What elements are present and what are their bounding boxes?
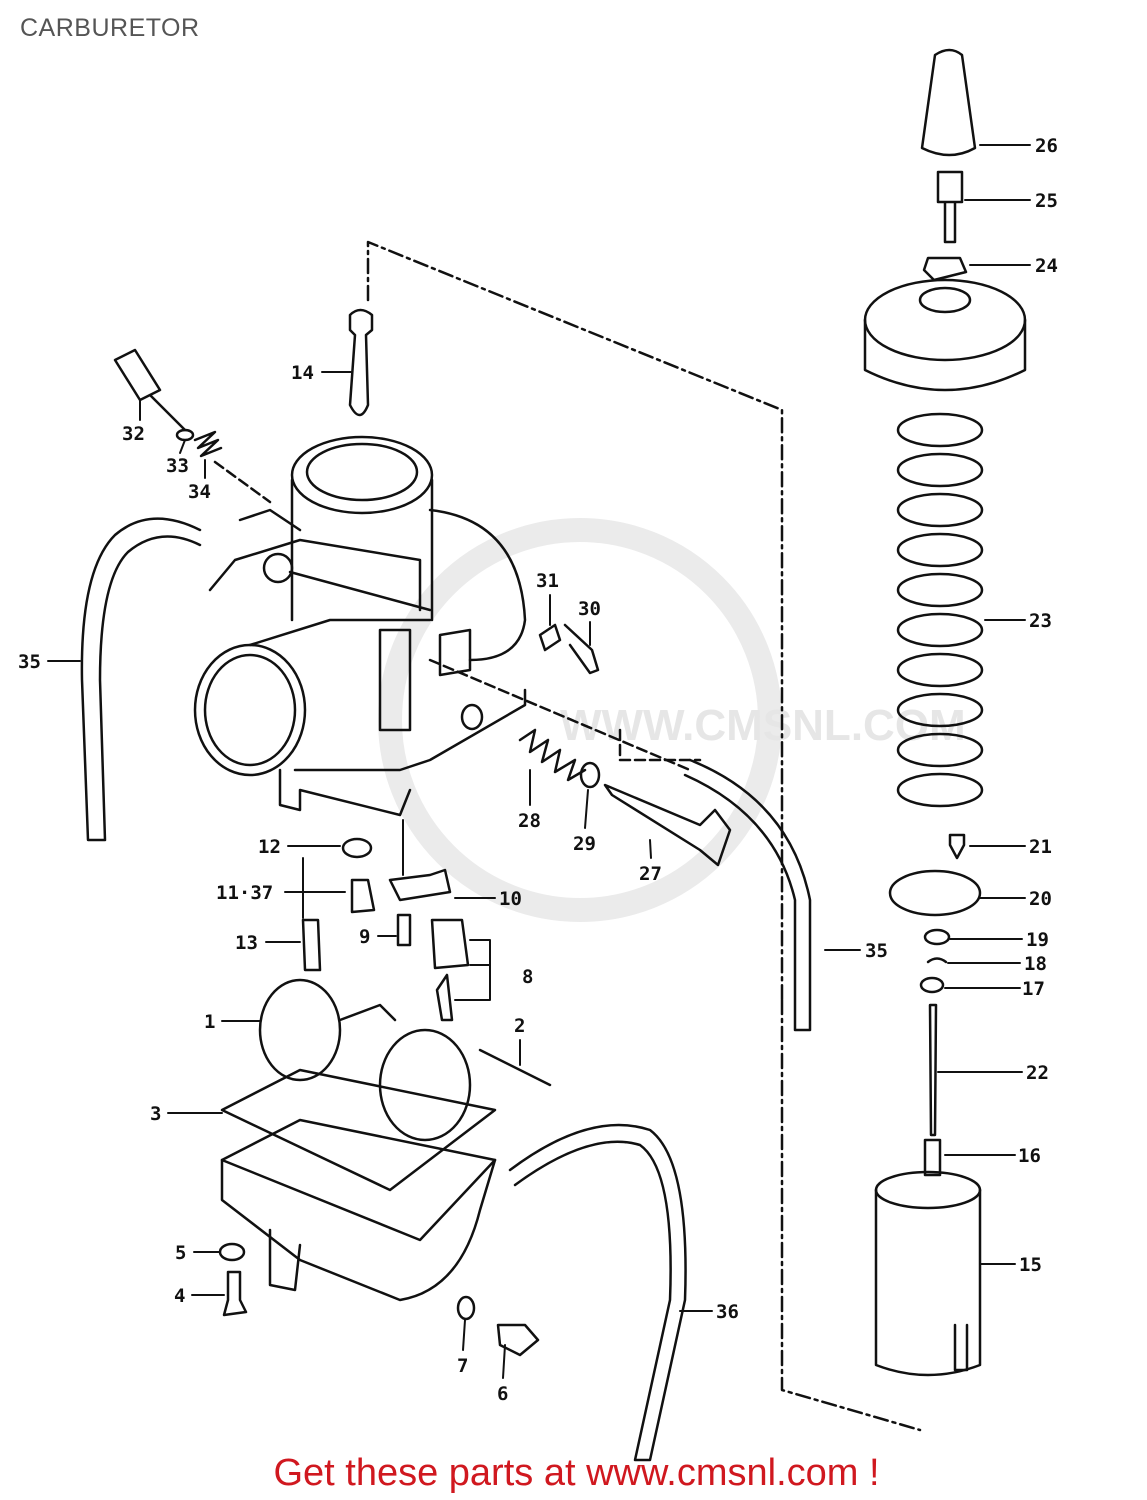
- part-33-ring: [175, 428, 195, 442]
- label-29[interactable]: 29: [573, 833, 596, 855]
- carburetor-body: [193, 435, 527, 817]
- part-5-washer: [218, 1242, 246, 1262]
- label-21[interactable]: 21: [1029, 836, 1052, 858]
- label-32[interactable]: 32: [122, 423, 145, 445]
- part-31-washer: [538, 623, 562, 652]
- label-28[interactable]: 28: [518, 810, 541, 832]
- part-26-cap: [920, 48, 977, 157]
- label-26[interactable]: 26: [1035, 135, 1058, 157]
- part-12-washer: [341, 837, 373, 859]
- part-35-tube-right: [683, 758, 812, 1032]
- part-29-ring: [579, 761, 601, 789]
- float-bowl: [220, 1118, 497, 1302]
- part-36-tube: [508, 1123, 687, 1462]
- label-6[interactable]: 6: [497, 1383, 508, 1405]
- label-25[interactable]: 25: [1035, 190, 1058, 212]
- part-32-adjuster: [113, 348, 187, 432]
- part-7-washer: [456, 1295, 476, 1321]
- label-22[interactable]: 22: [1026, 1062, 1049, 1084]
- part-22-needle: [928, 1003, 938, 1137]
- assembly-centerline: [366, 240, 922, 1432]
- part-18-clip: [926, 957, 948, 964]
- label-19[interactable]: 19: [1026, 929, 1049, 951]
- part-35-tube-left: [80, 517, 202, 842]
- part-19-washer: [923, 928, 951, 946]
- part-top-cap: [863, 278, 1027, 392]
- part-25-adjuster: [936, 170, 964, 244]
- label-34[interactable]: 34: [188, 481, 211, 503]
- label-36[interactable]: 36: [716, 1301, 739, 1323]
- label-23[interactable]: 23: [1029, 610, 1052, 632]
- part-24-nut: [922, 256, 968, 282]
- part-28-spring: [518, 728, 587, 782]
- part-17-washer: [919, 976, 945, 994]
- part-10-gasket: [388, 868, 452, 902]
- part-15-throttle-valve: [874, 1170, 982, 1377]
- label-10[interactable]: 10: [499, 888, 522, 910]
- part-9-screw: [396, 913, 412, 947]
- part-labels: 26 25 24 14 32 33 34 35 31 30 23 28 29 2…: [18, 135, 1058, 1405]
- diagram-title: CARBURETOR: [20, 14, 200, 42]
- label-20[interactable]: 20: [1029, 888, 1052, 910]
- part-3-gasket: [220, 1068, 497, 1192]
- label-27[interactable]: 27: [639, 863, 662, 885]
- leader-lines: [47, 144, 1031, 1379]
- label-18[interactable]: 18: [1024, 953, 1047, 975]
- part-34-spring: [193, 430, 223, 458]
- label-11-37[interactable]: 11·37: [216, 882, 273, 904]
- part-4-screw: [222, 1270, 248, 1317]
- label-5[interactable]: 5: [175, 1242, 186, 1264]
- part-13-tube: [301, 918, 322, 972]
- part-14-pilot-screw: [348, 308, 374, 417]
- label-33[interactable]: 33: [166, 455, 189, 477]
- part-8-needle-valve: [430, 918, 470, 1022]
- part-30-screw: [563, 623, 600, 675]
- part-23-spring: [896, 412, 984, 808]
- label-35-right[interactable]: 35: [865, 940, 888, 962]
- label-3[interactable]: 3: [150, 1103, 161, 1125]
- footer-link[interactable]: Get these parts at www.cmsnl.com !: [273, 1452, 880, 1494]
- label-17[interactable]: 17: [1022, 978, 1045, 1000]
- label-2[interactable]: 2: [514, 1015, 525, 1037]
- label-31[interactable]: 31: [536, 570, 559, 592]
- label-8[interactable]: 8: [522, 966, 533, 988]
- part-21-screw: [948, 833, 966, 860]
- label-4[interactable]: 4: [174, 1285, 185, 1307]
- label-35-left[interactable]: 35: [18, 651, 41, 673]
- label-16[interactable]: 16: [1018, 1145, 1041, 1167]
- watermark: WWW.CMSNL.COM: [378, 518, 966, 922]
- label-30[interactable]: 30: [578, 598, 601, 620]
- label-14[interactable]: 14: [291, 362, 314, 384]
- label-15[interactable]: 15: [1019, 1254, 1042, 1276]
- label-24[interactable]: 24: [1035, 255, 1058, 277]
- svg-text:WWW.CMSNL.COM: WWW.CMSNL.COM: [560, 701, 966, 750]
- part-16-jet: [923, 1138, 942, 1177]
- label-1[interactable]: 1: [204, 1011, 215, 1033]
- label-13[interactable]: 13: [235, 932, 258, 954]
- part-11-jet: [350, 878, 376, 914]
- label-7[interactable]: 7: [457, 1355, 468, 1377]
- part-6-plug: [496, 1323, 540, 1357]
- part-20-plate: [888, 869, 982, 917]
- part-1-float: [258, 978, 472, 1142]
- label-12[interactable]: 12: [258, 836, 281, 858]
- part-27-screw: [603, 783, 732, 867]
- part-2-pin: [478, 1048, 552, 1087]
- label-9[interactable]: 9: [359, 926, 370, 948]
